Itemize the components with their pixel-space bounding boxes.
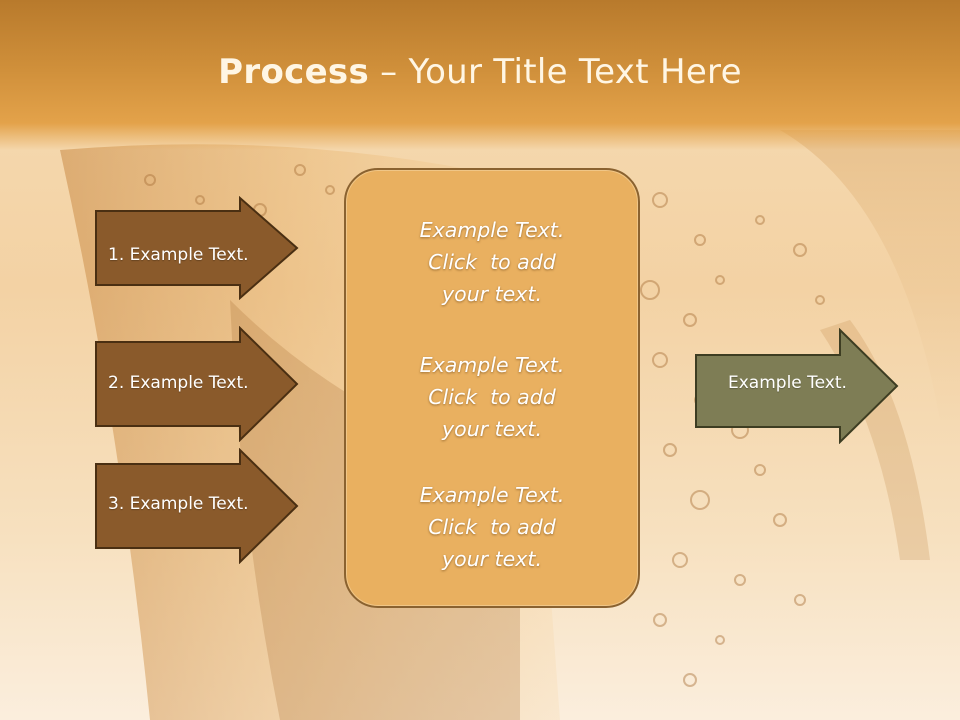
block-line: your text.	[442, 417, 542, 441]
left-arrow-3-label: 3. Example Text.	[108, 494, 249, 514]
title-band	[0, 0, 960, 150]
block-line: Example Text.	[419, 218, 565, 242]
block-line: Example Text.	[419, 483, 565, 507]
block-line: your text.	[442, 282, 542, 306]
right-arrow-shape-icon	[95, 196, 299, 300]
center-text-block-1: Example Text. Click to add your text.	[346, 214, 638, 310]
block-line: your text.	[442, 547, 542, 571]
left-arrow-3[interactable]: 3. Example Text.	[94, 448, 300, 564]
right-arrow[interactable]: Example Text.	[694, 328, 900, 444]
left-arrow-1[interactable]: 1. Example Text.	[94, 196, 300, 300]
block-line: Click to add	[428, 515, 556, 539]
slide-title[interactable]: Process – Your Title Text Here	[0, 52, 960, 92]
slide-title-rest: – Your Title Text Here	[369, 52, 742, 92]
center-text-block-3: Example Text. Click to add your text.	[346, 479, 638, 575]
block-line: Click to add	[428, 250, 556, 274]
block-line: Click to add	[428, 385, 556, 409]
center-text-block-2: Example Text. Click to add your text.	[346, 349, 638, 445]
left-arrow-2[interactable]: 2. Example Text.	[94, 326, 300, 442]
slide-title-bold: Process	[218, 52, 370, 92]
right-arrow-shape-icon	[95, 448, 299, 564]
right-arrow-shape-icon	[95, 326, 299, 442]
left-arrow-1-label: 1. Example Text.	[108, 245, 249, 265]
right-arrow-shape-icon	[695, 328, 899, 444]
left-arrow-2-label: 2. Example Text.	[108, 373, 249, 393]
right-arrow-label: Example Text.	[728, 373, 847, 393]
block-line: Example Text.	[419, 353, 565, 377]
center-text-box[interactable]: Example Text. Click to add your text. Ex…	[344, 168, 640, 608]
